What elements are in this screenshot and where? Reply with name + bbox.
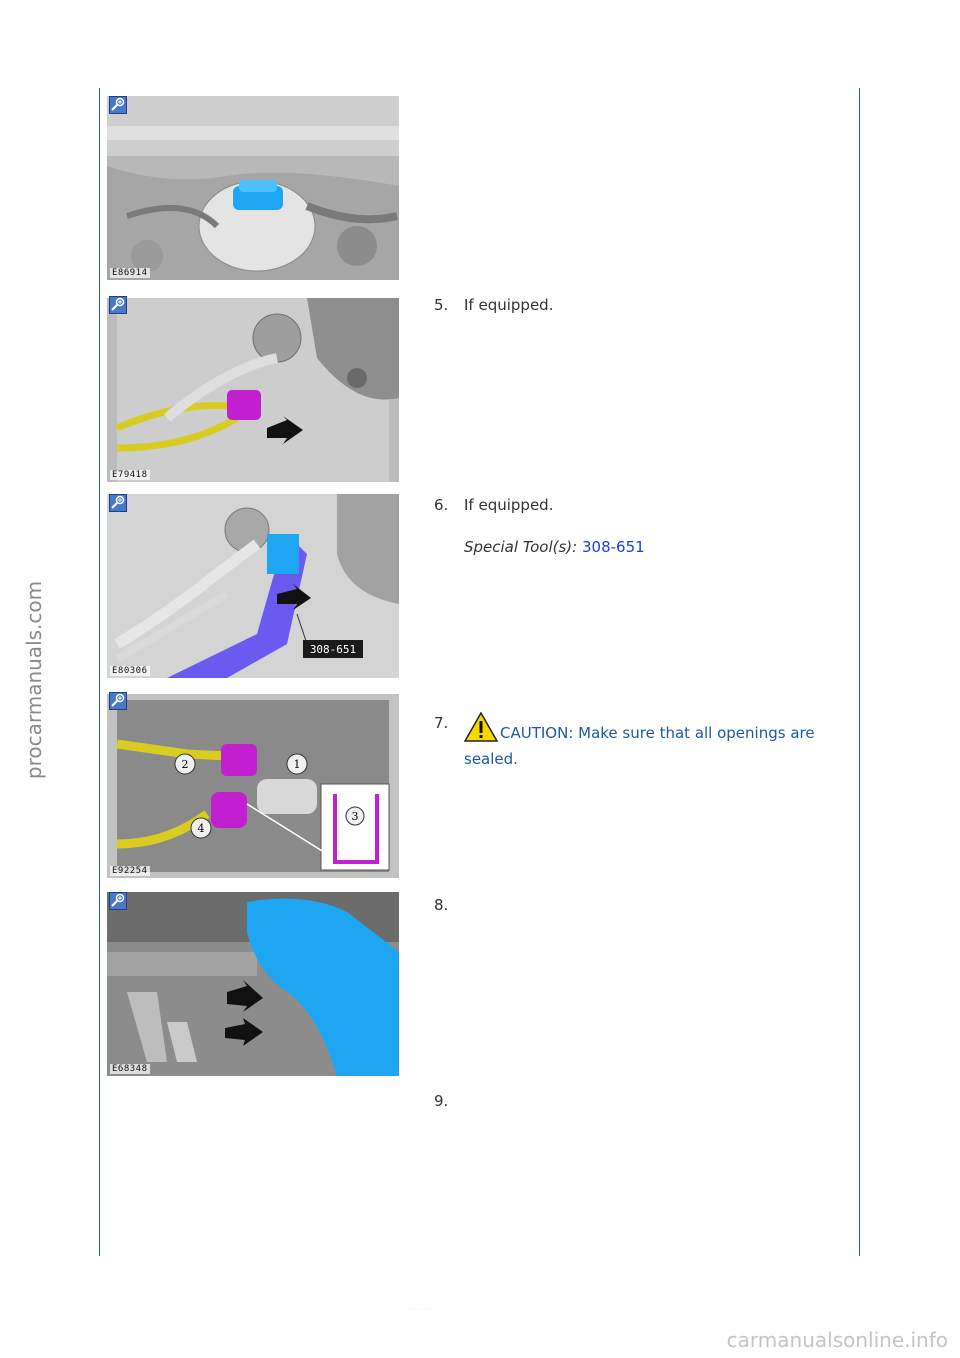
- special-tool-link[interactable]: 308-651: [582, 538, 645, 556]
- figure-id: E79418: [110, 470, 150, 480]
- tool-label: 308-651: [310, 643, 356, 656]
- figure-special-tool-step-6[interactable]: 308-651 E80306: [107, 494, 399, 678]
- callout-4: 4: [198, 822, 205, 835]
- step-7: 7. CAUTION: Make sure that all openings …: [434, 711, 824, 770]
- figure-id: E86914: [110, 268, 150, 278]
- figure-connector-step-5[interactable]: E79418: [107, 298, 399, 482]
- zoom-in-icon[interactable]: [109, 494, 127, 512]
- step-number: 5.: [434, 296, 449, 314]
- figure-brake-reservoir[interactable]: E86914: [107, 96, 399, 280]
- zoom-in-icon[interactable]: [109, 96, 127, 114]
- step-text: If equipped.: [464, 496, 554, 514]
- zoom-in-icon[interactable]: [109, 692, 127, 710]
- step-5: 5. If equipped.: [434, 294, 824, 316]
- step-6: 6. If equipped. Special Tool(s): 308-651: [434, 494, 824, 558]
- step-number: 8.: [434, 896, 449, 914]
- figure-connectors-step-7[interactable]: 2 1 4 3 E92254: [107, 694, 399, 878]
- callout-2: 2: [182, 758, 189, 771]
- bottom-watermark: carmanualsonline.info: [726, 1328, 948, 1352]
- side-watermark: procarmanuals.com: [14, 560, 54, 800]
- figure-id: E92254: [110, 866, 150, 876]
- warning-triangle-icon: [463, 711, 499, 748]
- callout-3: 3: [352, 810, 359, 823]
- figure-id: E80306: [110, 666, 150, 676]
- figure-trim-panel-step-8[interactable]: E68348: [107, 892, 399, 1076]
- left-margin-rule: [99, 88, 100, 1256]
- step-number: 9.: [434, 1092, 449, 1110]
- special-tools-label: Special Tool(s):: [464, 538, 578, 556]
- caution-text: CAUTION: Make sure that all openings are…: [464, 724, 815, 768]
- zoom-in-icon[interactable]: [109, 296, 127, 314]
- special-tools: Special Tool(s): 308-651: [464, 536, 824, 558]
- figure-id: E68348: [110, 1064, 150, 1074]
- page-footer: - - -: [410, 1302, 429, 1315]
- step-number: 6.: [434, 496, 449, 514]
- step-text: If equipped.: [464, 296, 554, 314]
- side-watermark-text: procarmanuals.com: [22, 580, 46, 780]
- callout-1: 1: [294, 758, 301, 771]
- step-number: 7.: [434, 714, 449, 732]
- right-margin-rule: [859, 88, 860, 1256]
- zoom-in-icon[interactable]: [109, 892, 127, 910]
